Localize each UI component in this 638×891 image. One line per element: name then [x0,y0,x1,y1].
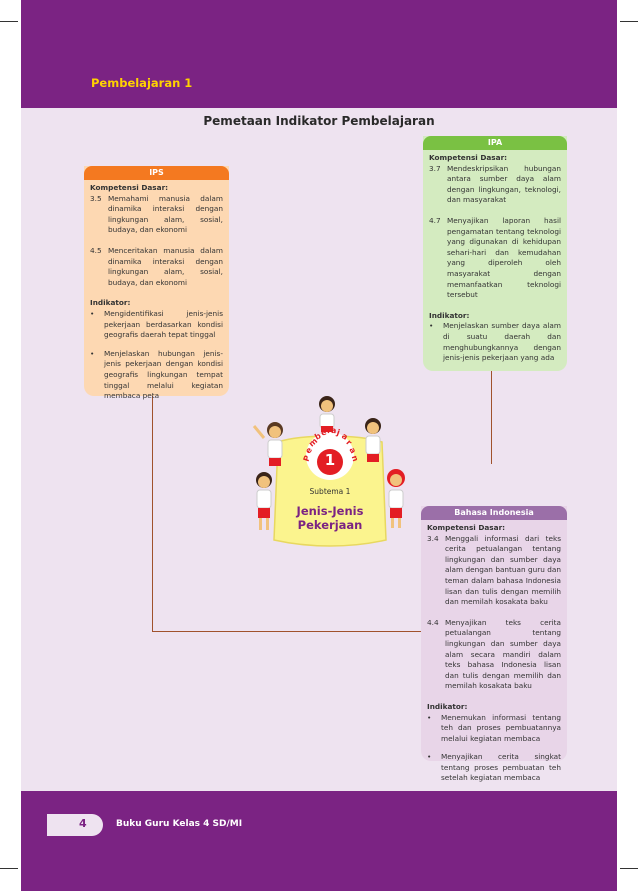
indikator-item: •Mengidentifikasi jenis-jenis pekerjaan … [90,309,223,341]
ips-kd-label: Kompetensi Dasar: [90,183,223,194]
bullet-icon: • [90,309,104,341]
indikator-item: •Menjelaskan hubungan jenis-jenis pekerj… [90,349,223,402]
indikator-text: Menyajikan cerita singkat tentang proses… [441,752,561,784]
indikator-item: •Menjelaskan sumber daya alam di suatu d… [429,321,561,363]
ipa-kd-label: Kompetensi Dasar: [429,153,561,164]
section-title: Pembelajaran 1 [91,76,192,90]
bullet-icon: • [427,752,441,784]
page-number-tab [47,814,103,836]
subtema-title-line2: Pekerjaan [270,518,390,532]
kd-text: Memahami manusia dalam dinamika interaks… [108,194,223,236]
kd-number: 3.5 [90,194,108,236]
crop-mark [620,21,638,22]
badge-letter: n [350,454,360,462]
crop-mark [0,21,18,22]
crop-mark [0,868,18,869]
connector-line [152,395,153,632]
footer-text: Buku Guru Kelas 4 SD/MI [116,819,242,829]
ips-indikator-label: Indikator: [90,298,223,309]
badge-number: 1 [318,451,342,469]
kd-text: Menggali informasi dari teks cerita petu… [445,534,561,608]
kd-number: 3.7 [429,164,447,206]
kd-text: Menceritakan manusia dalam dinamika inte… [108,246,223,288]
indikator-text: Menjelaskan hubungan jenis-jenis pekerja… [104,349,223,402]
ipa-indikator-label: Indikator: [429,311,561,322]
bullet-icon: • [427,713,441,745]
pembelajaran-badge: P e m b e l a j a r a n [300,420,360,480]
child-left-top [254,422,283,466]
page-number: 4 [79,817,87,830]
crop-mark [620,868,638,869]
bi-kd-label: Kompetensi Dasar: [427,523,561,534]
bullet-icon: • [429,321,443,363]
kd-text: Mendeskripsikan hubungan antara sumber d… [447,164,561,206]
child-right-top [365,418,381,462]
kd-number: 4.5 [90,246,108,288]
kd-number: 4.4 [427,618,445,692]
indikator-text: Menemukan informasi tentang teh dan pros… [441,713,561,745]
footer-band [21,791,617,891]
ips-header: IPS [84,166,229,180]
bi-indikator-label: Indikator: [427,702,561,713]
connector-line [491,370,492,464]
header-band [21,0,617,108]
kd-number: 4.7 [429,216,447,301]
kd-text: Menyajikan laporan hasil pengamatan tent… [447,216,561,301]
map-title: Pemetaan Indikator Pembelajaran [0,114,638,128]
subtema-title-line1: Jenis-Jenis [270,504,390,518]
connector-line [152,631,455,632]
indikator-item: •Menyajikan cerita singkat tentang prose… [427,752,561,784]
indikator-item: •Menemukan informasi tentang teh dan pro… [427,713,561,745]
indikator-text: Mengidentifikasi jenis-jenis pekerjaan b… [104,309,223,341]
bi-header: Bahasa Indonesia [421,506,567,520]
subtema-label: Subtema 1 [290,487,370,496]
ipa-header: IPA [423,136,567,150]
kd-text: Menyajikan teks cerita petualangan tenta… [445,618,561,692]
indikator-text: Menjelaskan sumber daya alam di suatu da… [443,321,561,363]
bullet-icon: • [90,349,104,402]
kd-number: 3.4 [427,534,445,608]
